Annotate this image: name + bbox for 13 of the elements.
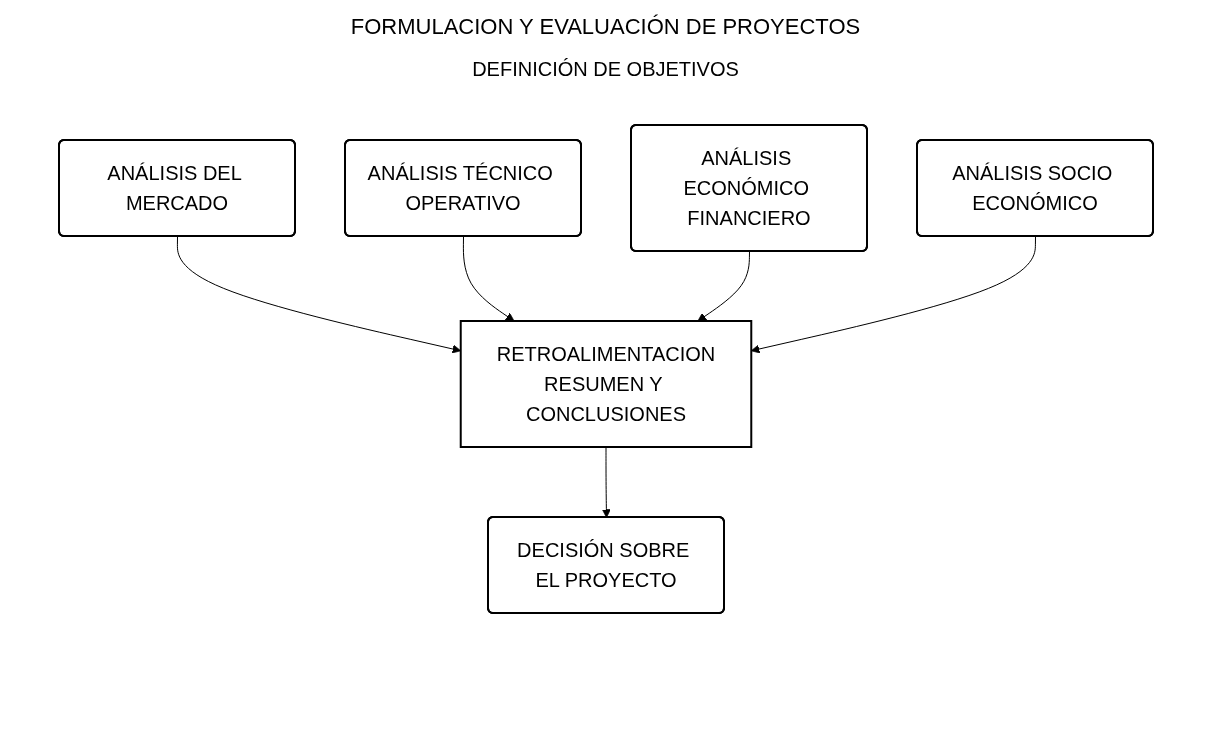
- node-text: ANÁLISIS ECONÓMICO FINANCIERO: [682, 147, 811, 229]
- node-text: ANÁLISIS DEL MERCADO: [106, 162, 241, 214]
- arrow: [176, 236, 461, 354]
- diagram-title: FORMULACION Y EVALUACIÓN DE PROYECTOS: [349, 14, 862, 40]
- arrow: [697, 251, 750, 322]
- node-text: ANÁLISIS TÉCNICO OPERATIVO: [367, 162, 553, 214]
- node-box: RETROALIMENTACION RESUMEN Y CONCLUSIONES: [459, 320, 752, 448]
- heading-text: DEFINICIÓN DE OBJETIVOS: [471, 58, 740, 81]
- arrow: [750, 236, 1036, 354]
- node-text: DECISIÓN SOBRE EL PROYECTO: [516, 539, 689, 591]
- arrow: [462, 236, 514, 322]
- arrow: [601, 446, 611, 518]
- node-text: ANÁLISIS SOCIO ECONÓMICO: [951, 162, 1112, 214]
